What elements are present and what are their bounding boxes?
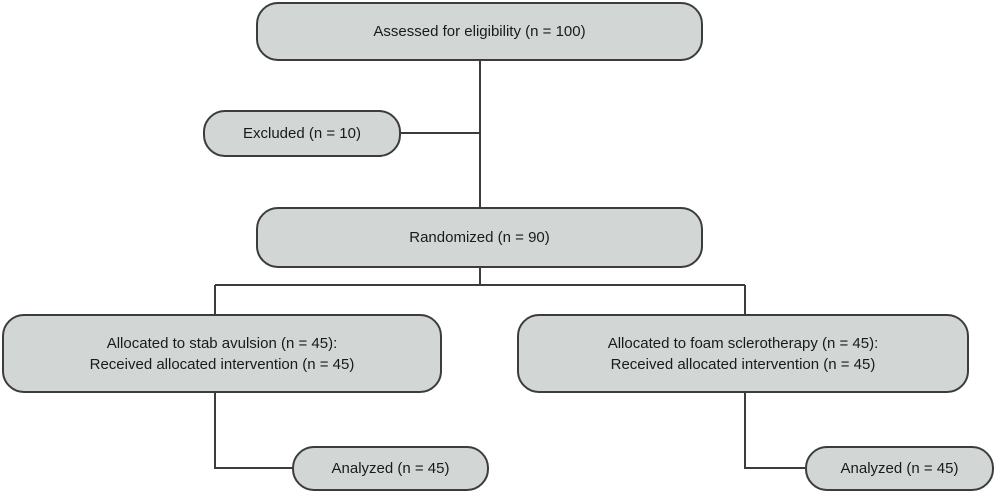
node-stab-analyzed: Analyzed (n = 45)	[292, 446, 489, 491]
node-foam-allocated-line2: Received allocated intervention (n = 45)	[610, 355, 876, 373]
node-foam-analyzed-label: Analyzed (n = 45)	[840, 460, 959, 477]
node-randomized-label: Randomized (n = 90)	[409, 229, 550, 246]
node-assessed-for-eligibility: Assessed for eligibility (n = 100)	[256, 2, 703, 61]
node-excluded: Excluded (n = 10)	[203, 110, 401, 157]
node-randomized: Randomized (n = 90)	[256, 207, 703, 268]
node-stab-allocated-line2: Received allocated intervention (n = 45)	[89, 355, 355, 373]
node-stab-avulsion-allocated: Allocated to stab avulsion (n = 45): Rec…	[2, 314, 442, 393]
edge-foam-allocated-to-foam-analyzed	[744, 393, 805, 469]
node-foam-analyzed: Analyzed (n = 45)	[805, 446, 994, 491]
node-excluded-label: Excluded (n = 10)	[243, 125, 361, 142]
node-foam-sclerotherapy-allocated: Allocated to foam sclerotherapy (n = 45)…	[517, 314, 969, 393]
edge-randomized-split	[215, 268, 745, 286]
node-stab-allocated-line1: Allocated to stab avulsion (n = 45):	[106, 334, 338, 352]
node-foam-allocated-line1: Allocated to foam sclerotherapy (n = 45)…	[607, 334, 879, 352]
edge-stab-allocated-to-stab-analyzed	[214, 393, 292, 469]
node-assessed-label: Assessed for eligibility (n = 100)	[373, 23, 586, 40]
node-stab-analyzed-label: Analyzed (n = 45)	[331, 460, 450, 477]
